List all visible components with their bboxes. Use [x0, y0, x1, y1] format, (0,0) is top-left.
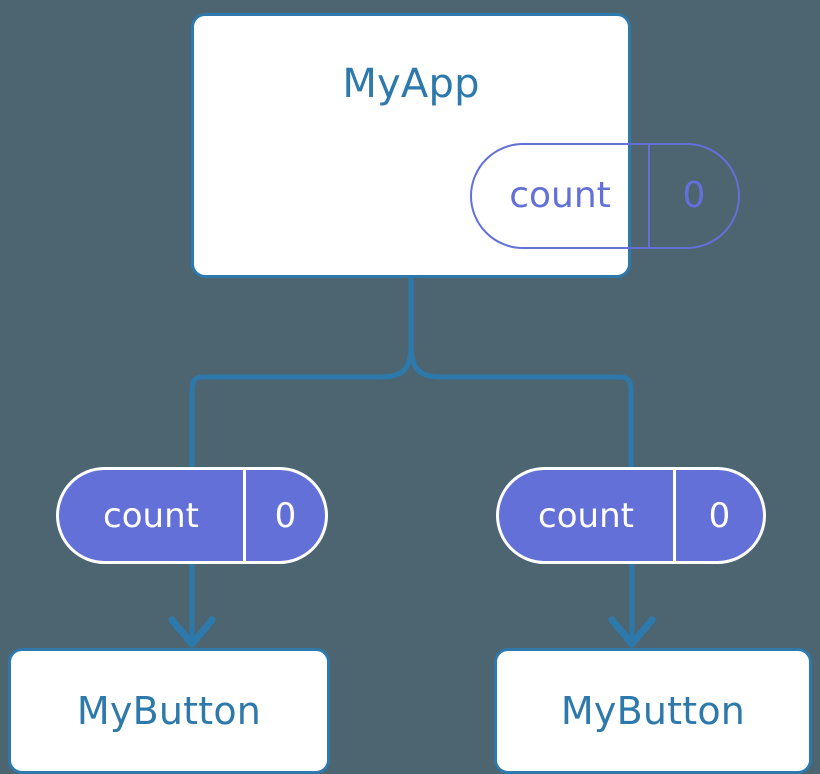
arrowhead-right-icon: [608, 616, 656, 648]
component-node-mybutton-left[interactable]: MyButton: [8, 648, 330, 774]
state-pill-myapp[interactable]: count 0: [470, 143, 740, 249]
component-node-myapp[interactable]: MyApp count 0: [191, 13, 740, 278]
component-node-mybutton-right[interactable]: MyButton: [494, 648, 812, 774]
component-label-myapp: MyApp: [342, 61, 480, 107]
state-pill-key: count: [472, 145, 650, 247]
component-label-mybutton: MyButton: [76, 689, 262, 733]
edge-root-to-branch-left: [189, 344, 414, 470]
state-pill-branch-left[interactable]: count 0: [56, 467, 328, 564]
state-pill-value: 0: [708, 495, 731, 536]
edge-root-to-branch-right: [408, 344, 634, 470]
state-pill-key: count: [59, 470, 246, 561]
component-label-mybutton: MyButton: [560, 689, 746, 733]
state-pill-value: 0: [274, 495, 297, 536]
state-pill-branch-right[interactable]: count 0: [496, 467, 766, 564]
arrowhead-left-icon: [168, 616, 216, 648]
state-pill-value: 0: [682, 175, 706, 216]
state-pill-key: count: [499, 470, 676, 561]
